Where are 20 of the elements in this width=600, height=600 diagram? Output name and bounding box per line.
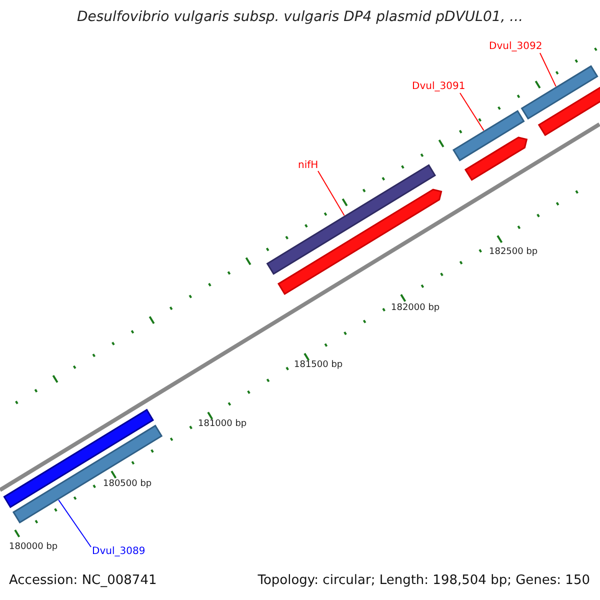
accession-text: Accession: NC_008741 <box>9 574 157 588</box>
title: Desulfovibrio vulgaris subsp. vulgaris DP4 plasmid pDVUL01, ... <box>76 10 524 26</box>
leader-line <box>318 170 345 216</box>
gene-label: nifH <box>298 160 318 171</box>
gene-label: Dvul_3092 <box>489 41 542 52</box>
tick-label: 180500 bp <box>103 480 152 490</box>
gene-bar <box>12 424 163 524</box>
tick-label: 180000 bp <box>9 543 58 553</box>
gene-bar <box>520 65 598 120</box>
summary-text: Topology: circular; Length: 198,504 bp; Genes: 150 <box>258 574 590 588</box>
tick-label: 182000 bp <box>391 304 440 314</box>
tick-label: 181500 bp <box>294 361 343 371</box>
tick-label: 181000 bp <box>198 420 247 430</box>
leader-line <box>460 92 484 131</box>
leader-line <box>58 499 92 548</box>
gene-bar <box>452 110 525 162</box>
gene-label: Dvul_3091 <box>412 81 466 92</box>
tick-label: 182500 bp <box>489 248 538 258</box>
leader-line <box>540 52 556 87</box>
gene-label: Dvul_3089 <box>92 546 146 557</box>
